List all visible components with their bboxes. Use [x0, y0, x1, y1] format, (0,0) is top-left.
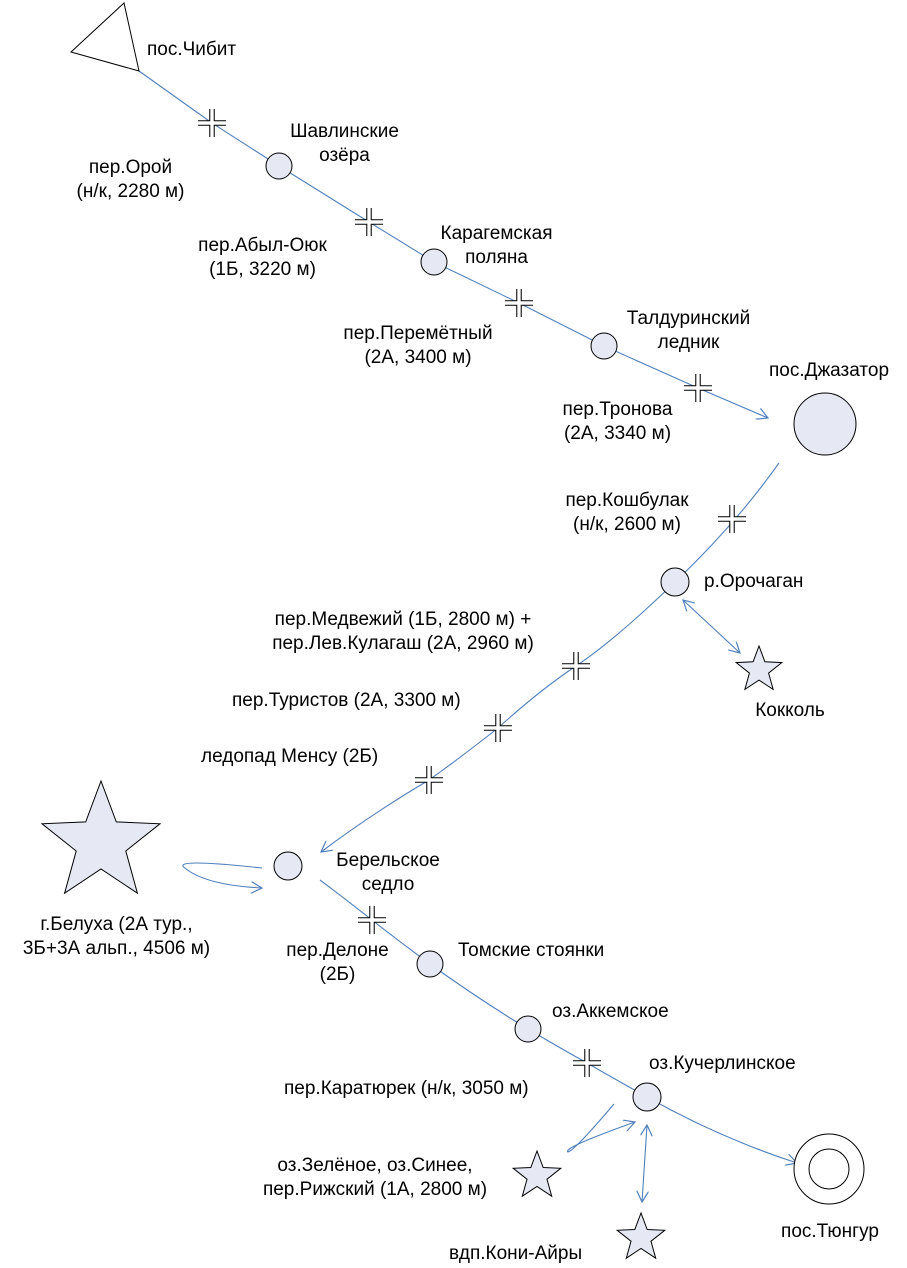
place-node-berelskoe	[273, 851, 303, 881]
pass-cross-icon-turistov	[484, 714, 512, 742]
pass-label-karatyurek: пер.Каратюрек (н/к, 3050 м)	[284, 1078, 529, 1099]
place-node-kuchelrinskoe	[632, 1082, 662, 1112]
place-label-akkemskoe: оз.Аккемское	[552, 1001, 669, 1022]
pass-label-medvezhy: пер.Медвежий (1Б, 2800 м) +пер.Лев.Кулаг…	[272, 609, 534, 654]
star-icon-belukha	[40, 779, 162, 895]
place-node-shavlinskie	[265, 152, 293, 180]
pass-label-abyl-oyuk: пер.Абыл-Оюк(1Б, 3220 м)	[198, 235, 327, 280]
pass-cross-icon-peremyotny	[505, 289, 533, 317]
pass-cross-icon-tronova	[684, 374, 712, 402]
star-icon-koni-airy	[615, 1211, 667, 1260]
place-node-akkemskoe	[514, 1015, 542, 1043]
pass-label-delone: пер.Делоне(2Б)	[286, 940, 389, 985]
place-label-tyungur: пос.Тюнгур	[781, 1221, 879, 1242]
place-node-karagemskaya	[420, 248, 448, 276]
place-node-taldurinsky	[590, 332, 618, 360]
radial-label-koni-airy: вдп.Кони-Айры	[449, 1243, 583, 1264]
pass-label-peremyotny: пер.Перемётный(2А, 3400 м)	[343, 323, 493, 368]
start-triangle-icon	[70, 2, 140, 72]
pass-label-mensu: ледопад Менсу (2Б)	[201, 746, 379, 767]
place-node-tomskie	[416, 950, 444, 978]
pass-cross-icon-mensu	[415, 766, 443, 794]
route-segment-dzhazator-berelskoe	[321, 462, 780, 852]
pass-cross-icon-oroy	[198, 109, 226, 137]
pass-label-oroy: пер.Орой(н/к, 2280 м)	[76, 157, 185, 202]
place-label-kuchelrinskoe: оз.Кучерлинское	[649, 1053, 796, 1074]
pass-label-turistov: пер.Туристов (2А, 3300 м)	[232, 690, 461, 711]
radial-label-belukha: г.Белуха (2А тур.,3Б+3А альп., 4506 м)	[22, 914, 211, 959]
finish-target-icon	[793, 1133, 865, 1205]
place-label-tomskie: Томские стоянки	[458, 940, 605, 961]
pass-cross-icon-delone	[358, 906, 386, 934]
pass-label-tronova: пер.Тронова(2А, 3340 м)	[562, 399, 673, 444]
radial-kuchelrinskoe-koni-airy	[642, 1125, 647, 1202]
place-node-orochagan	[660, 567, 690, 597]
radial-label-zelyonoe: оз.Зелёное, оз.Синее,пер.Рижский (1А, 28…	[262, 1155, 488, 1200]
radial-berelskoe-belukha	[182, 862, 262, 888]
star-icon-zelyonoe	[511, 1149, 563, 1198]
pass-cross-icon-abyl-oyuk	[355, 208, 383, 236]
pass-cross-icon-medvezhy	[562, 652, 590, 680]
place-label-orochagan: р.Орочаган	[704, 571, 804, 592]
pass-cross-icon-karatyurek	[573, 1049, 601, 1077]
star-icon-kokkol	[734, 644, 784, 691]
place-node-dzhazator	[793, 392, 857, 456]
radial-kuchelrinskoe-zelyonoe	[567, 1103, 635, 1153]
radial-label-kokkol: Кокколь	[755, 700, 825, 721]
pass-cross-icon-koshbulak	[718, 505, 746, 533]
start-label: пос.Чибит	[147, 39, 237, 60]
radial-orochagan-kokkol	[683, 600, 740, 653]
pass-label-koshbulak: пер.Кошбулак(н/к, 2600 м)	[565, 490, 689, 535]
place-label-dzhazator: пос.Джазатор	[768, 360, 890, 381]
